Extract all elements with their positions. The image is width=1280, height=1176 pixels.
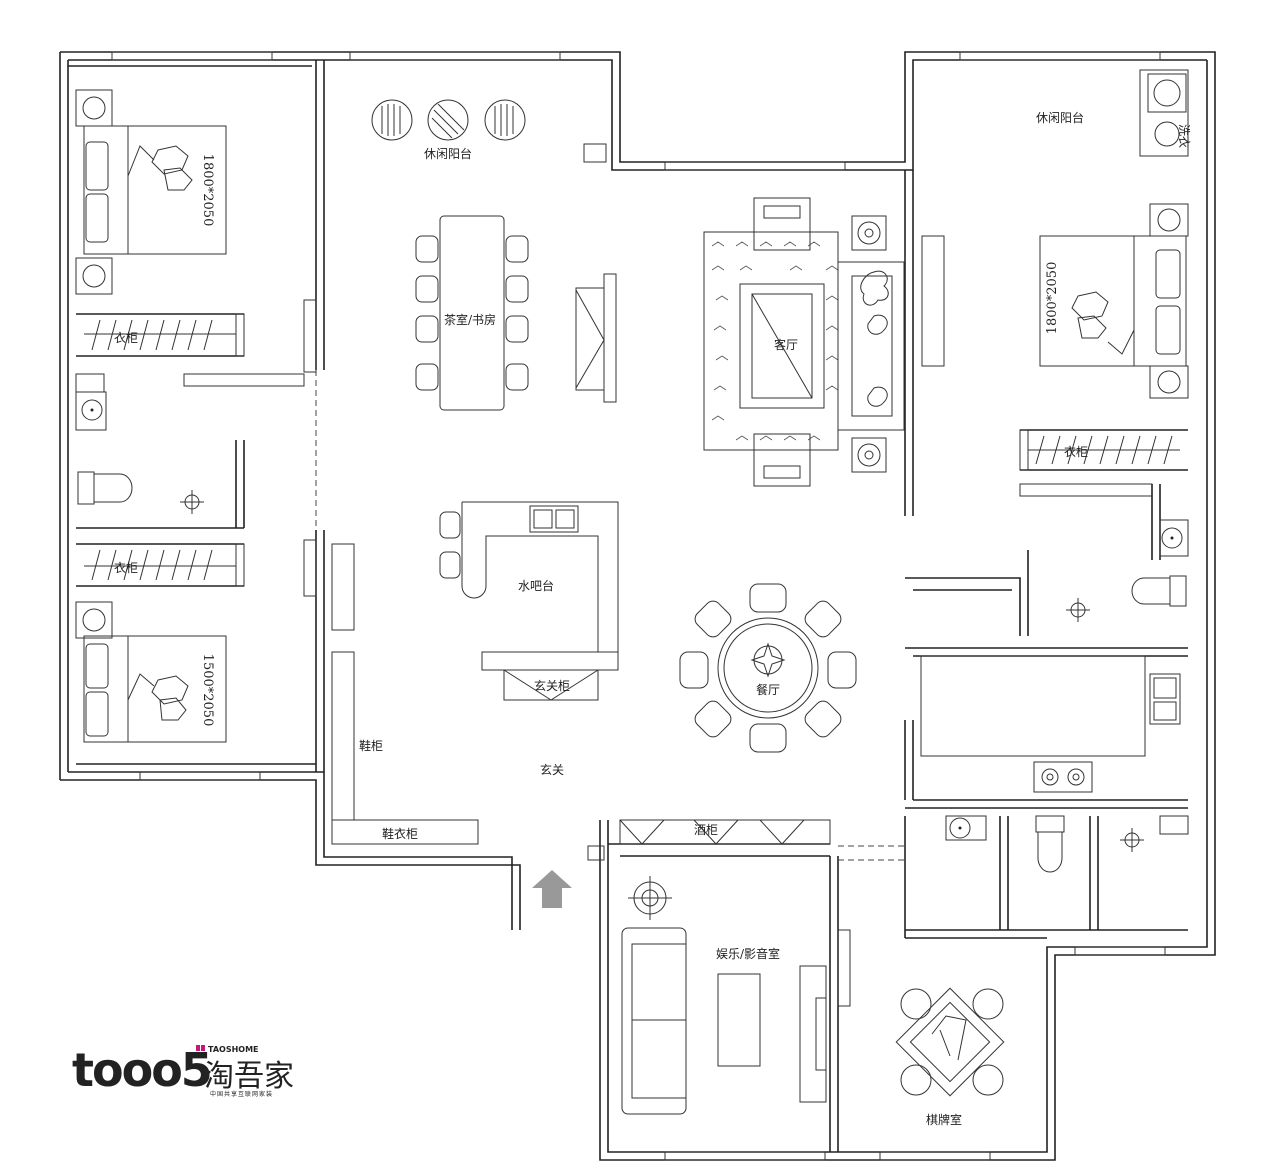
brand-logo: tooo5 TAOSHOME 淘吾家 中国共享互联网家装 bbox=[72, 1043, 294, 1098]
tv-cabinet-icon bbox=[575, 273, 617, 403]
living-room-furniture bbox=[703, 197, 905, 487]
bathroom-left bbox=[75, 391, 204, 514]
room-label-bar: 水吧台 bbox=[518, 578, 554, 593]
armchair-icon bbox=[753, 433, 811, 487]
label-wardrobe-1: 衣柜 bbox=[114, 330, 138, 345]
toilet-icon bbox=[1131, 575, 1187, 607]
chess-room bbox=[895, 987, 1005, 1097]
label-wardrobe-2: 衣柜 bbox=[114, 560, 138, 575]
label-shoe-coat-cabinet: 鞋衣柜 bbox=[382, 826, 418, 841]
right-balcony bbox=[1139, 69, 1189, 157]
logo-mark: tooo5 bbox=[72, 1043, 211, 1097]
sofa-icon bbox=[837, 261, 905, 431]
label-bed-size-3: 1800*2050 bbox=[1045, 262, 1060, 335]
room-label-study: 茶室/书房 bbox=[444, 312, 496, 327]
label-wardrobe-3: 衣柜 bbox=[1064, 444, 1088, 459]
bathroom-right bbox=[1066, 519, 1189, 622]
logo-name-cn: 淘吾家 bbox=[204, 1059, 294, 1094]
bedroom-top-left bbox=[75, 89, 227, 295]
bar-counter bbox=[439, 501, 619, 701]
room-label-dining: 餐厅 bbox=[756, 682, 780, 697]
logo-accent-icon bbox=[196, 1045, 200, 1051]
label-porch-cabinet: 玄关柜 bbox=[534, 678, 570, 693]
wardrobes-left bbox=[84, 313, 245, 587]
dining-table bbox=[679, 583, 857, 753]
chair-icon bbox=[900, 988, 1004, 1096]
toilet-icon bbox=[77, 471, 133, 505]
bedroom-bottom-left bbox=[75, 601, 227, 743]
label-laundry: 洗衣 bbox=[1177, 124, 1192, 148]
side-table-icon bbox=[851, 215, 887, 473]
round-table-icon bbox=[427, 99, 469, 141]
room-label-media: 娱乐/影音室 bbox=[716, 946, 780, 961]
label-bed-size-1: 1800*2050 bbox=[200, 154, 215, 227]
lounge-chair-icon bbox=[484, 99, 526, 141]
chair-icon bbox=[679, 583, 857, 753]
study-table bbox=[415, 215, 617, 411]
toilet-icon bbox=[1035, 815, 1065, 873]
exterior-walls bbox=[59, 51, 1216, 1161]
room-label-foyer: 玄关 bbox=[540, 762, 564, 777]
entrance-arrow-icon bbox=[532, 870, 572, 908]
wardrobe-right bbox=[1019, 429, 1180, 471]
room-label-chess: 棋牌室 bbox=[926, 1112, 962, 1127]
label-shoe-cabinet: 鞋柜 bbox=[359, 738, 383, 753]
rug bbox=[703, 231, 839, 451]
stove-icon bbox=[1033, 761, 1093, 793]
label-bed-size-2: 1500*2050 bbox=[200, 654, 215, 727]
label-wine-cabinet: 酒柜 bbox=[694, 823, 718, 837]
wine-cabinet bbox=[619, 819, 831, 845]
coffee-table bbox=[717, 973, 761, 1067]
windows bbox=[111, 51, 1166, 1161]
kitchen bbox=[1033, 673, 1181, 793]
floor-drain-icon bbox=[1120, 828, 1144, 852]
sofa-icon bbox=[621, 927, 687, 1115]
lamp-icon bbox=[628, 876, 672, 920]
porch-cabinet bbox=[503, 669, 599, 701]
room-label-balcony-right: 休闲阳台 bbox=[1036, 110, 1084, 125]
armchair-icon bbox=[753, 197, 811, 251]
floor-drain-icon bbox=[1066, 598, 1090, 622]
floor-drain-icon bbox=[180, 490, 204, 514]
lounge-chair-icon bbox=[371, 99, 413, 141]
interior-walls bbox=[68, 60, 1188, 1152]
bathrooms-lower-right bbox=[945, 815, 1189, 873]
room-label-balcony-left: 休闲阳台 bbox=[424, 146, 472, 161]
logo-slogan: 中国共享互联网家装 bbox=[210, 1090, 273, 1098]
media-room bbox=[621, 876, 851, 1115]
left-balcony-furniture bbox=[371, 99, 526, 141]
tv-cabinet-icon bbox=[799, 965, 827, 1103]
logo-name-en: TAOSHOME bbox=[208, 1045, 259, 1054]
chair-icon bbox=[415, 235, 529, 391]
bar-stool-icon bbox=[439, 511, 461, 579]
room-label-living: 客厅 bbox=[774, 337, 798, 352]
bedroom-right bbox=[1039, 203, 1189, 399]
